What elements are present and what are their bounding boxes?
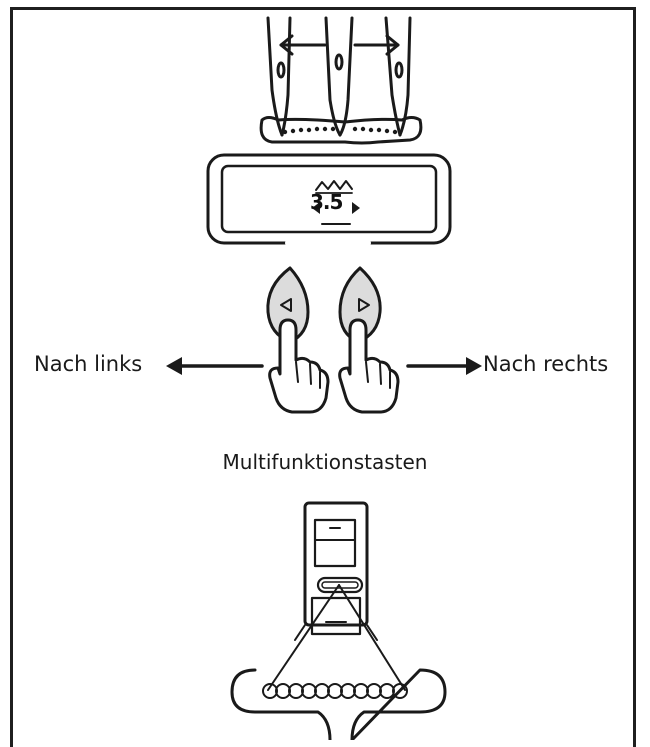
right-needle-shaft	[384, 16, 402, 137]
right-pointing-hand-icon	[338, 318, 400, 414]
needle-positions	[259, 16, 423, 145]
direction-arrow-right	[406, 357, 482, 375]
needle-arrow-right-head	[385, 34, 400, 56]
center-needle-shaft	[324, 16, 342, 137]
presser-foot	[294, 501, 378, 641]
display-arrow-right-icon	[352, 202, 360, 214]
needle-stitch-dots	[282, 126, 398, 135]
zigzag-stitch-icon	[315, 180, 353, 191]
left-needle-shaft	[266, 16, 284, 137]
needle-plate-slot	[259, 116, 423, 145]
needle-range-lines	[267, 584, 406, 691]
lcd-display	[206, 153, 452, 246]
stitch-plate	[230, 668, 447, 740]
stitch-holes	[262, 683, 408, 699]
left-triangle-icon	[280, 298, 292, 312]
multifunction-buttons-caption: Multifunktionstasten	[222, 450, 428, 474]
move-left-label: Nach links	[34, 352, 143, 376]
move-right-label: Nach rechts	[483, 352, 609, 376]
right-triangle-icon	[358, 298, 370, 312]
display-arrow-left-icon	[312, 202, 320, 214]
needle-arrow-left-head	[279, 34, 294, 56]
direction-arrow-left	[166, 357, 264, 375]
stitch-width-value: 3.5	[310, 190, 343, 214]
left-pointing-hand-icon	[268, 318, 330, 414]
